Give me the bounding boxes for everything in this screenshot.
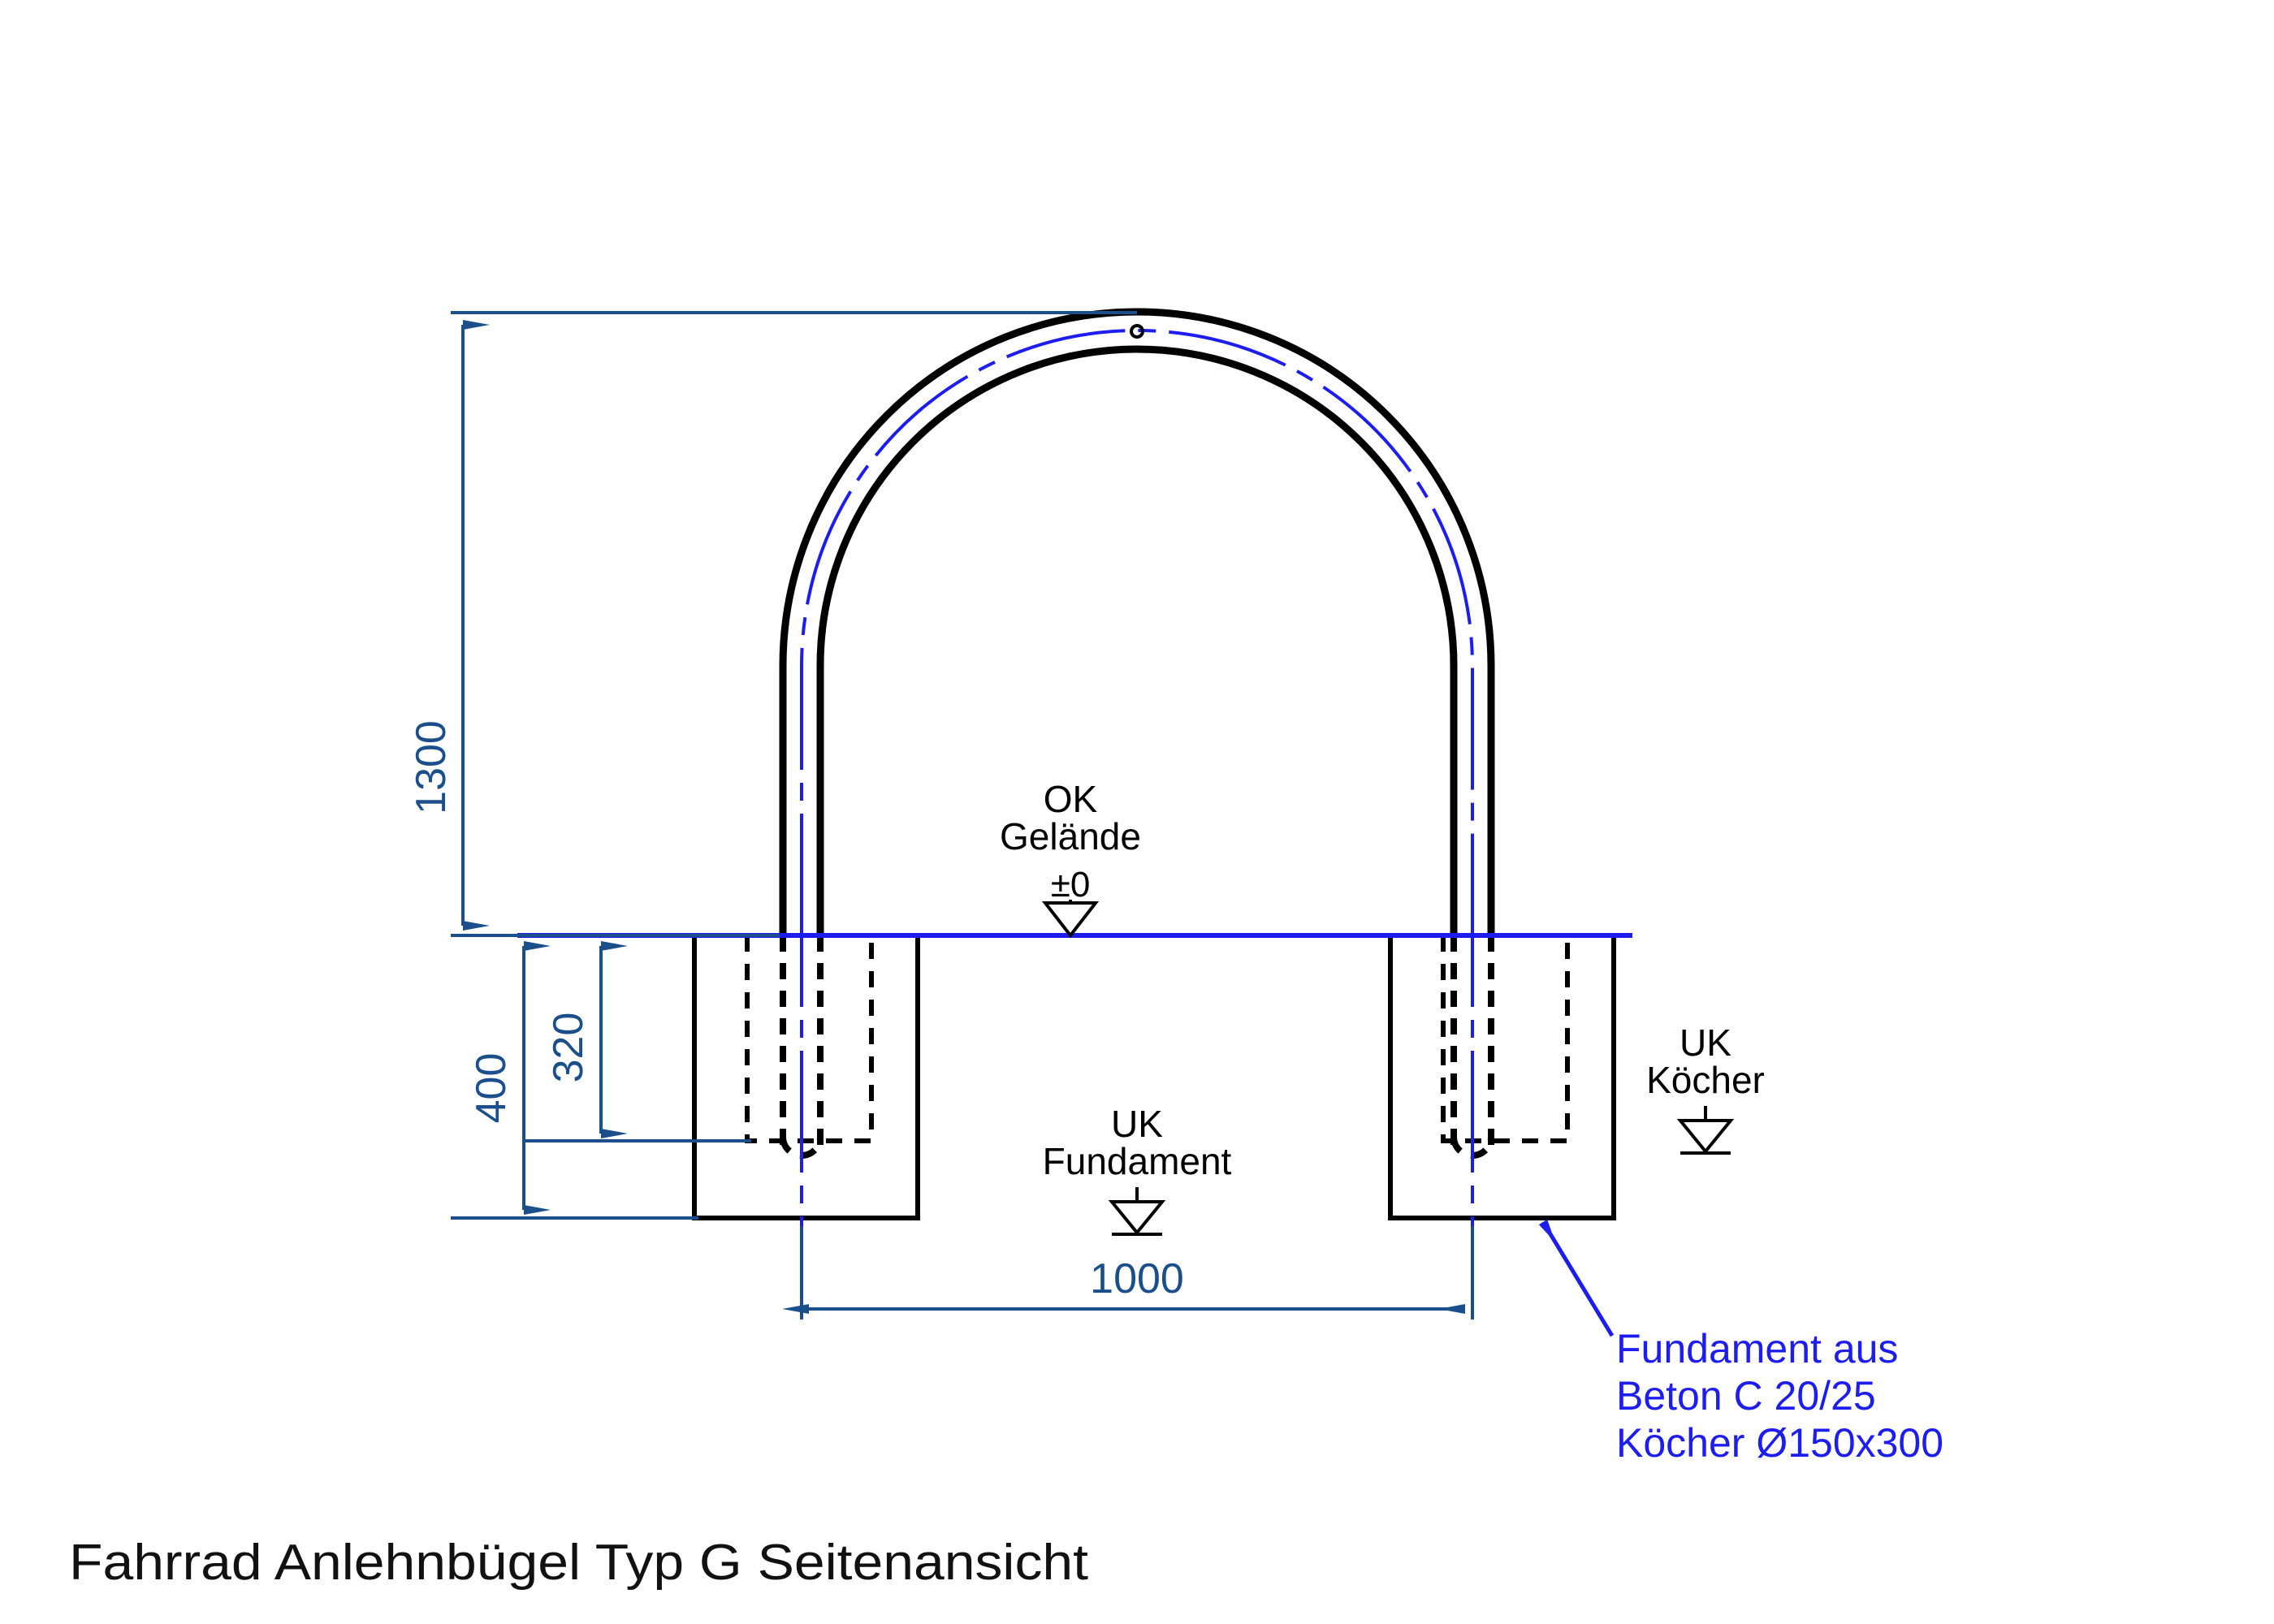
dimension-width-1000: 1000 [782,1226,1474,1320]
arc-center-marker [1130,324,1144,339]
annotation-foundation: Fundament aus Beton C 20/25 Köcher Ø150x… [1538,1219,1943,1466]
annotation-line-3: Köcher Ø150x300 [1616,1420,1943,1466]
dimension-depth-400: 400 [451,941,698,1220]
dimension-label-400: 400 [468,1053,515,1124]
dimension-label-1000: 1000 [1090,1255,1184,1302]
dimension-label-1300: 1300 [408,720,455,814]
page-title: Fahrrad Anlehnbügel Typ G Seitenansicht [69,1535,1088,1591]
level-foundation-line2: Fundament [1043,1140,1232,1182]
hoop-centerline [800,324,1474,935]
annotation-leader-line [1538,1219,1615,1337]
annotation-line-2: Beton C 20/25 [1616,1373,1876,1419]
dimension-depth-320: 320 [524,941,751,1142]
foundation-centerlines [800,885,1474,1267]
foundation-left [692,933,920,1220]
annotation-line-1: Fundament aus [1616,1326,1898,1371]
dimension-height-1300: 1300 [408,311,1137,937]
level-socket-triangle-icon [1676,1119,1735,1155]
level-ground-triangle-icon [1041,901,1100,939]
level-foundation-triangle-icon [1108,1200,1166,1236]
level-marker-foundation: UK Fundament [1043,1103,1232,1236]
level-ground-value: ±0 [1051,865,1091,905]
dimension-label-320: 320 [545,1013,592,1083]
hoop-leg-inner-walls [816,706,1458,935]
socket-left [745,935,874,1143]
foundation-right [1388,933,1616,1220]
level-socket-line2: Köcher [1646,1059,1765,1101]
level-socket-line1: UK [1680,1021,1731,1064]
level-foundation-line1: UK [1111,1103,1163,1145]
level-marker-ground: OK Gelände ±0 [1000,778,1141,939]
socket-right [1441,935,1570,1143]
level-ground-line1: OK [1044,778,1098,820]
level-marker-socket: UK Köcher [1646,1021,1765,1155]
level-ground-line2: Gelände [1000,815,1141,857]
